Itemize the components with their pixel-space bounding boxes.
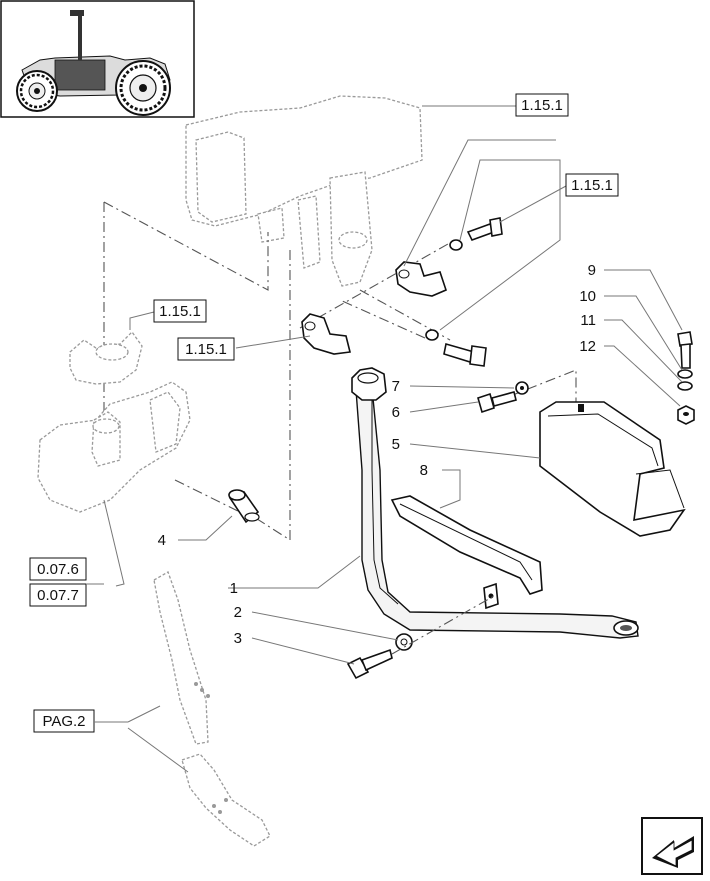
ref-box-manifold-a-label: 0.07.6 [37, 561, 79, 578]
ref-box-page[interactable]: PAG.2 [33, 709, 95, 733]
spacer-part-4 [228, 489, 260, 524]
callout-10: 10 [579, 288, 596, 305]
ref-box-manifold-a[interactable]: 0.07.6 [29, 557, 87, 581]
ref-box-manifold-b[interactable]: 0.07.7 [29, 583, 87, 607]
ref-box-left-lower-label: 1.15.1 [185, 341, 227, 358]
callout-9: 9 [588, 262, 596, 279]
callout-4: 4 [158, 532, 166, 549]
washer-part-2 [395, 633, 413, 651]
exhaust-pipe-part-1 [351, 367, 639, 639]
callout-7: 7 [392, 378, 400, 395]
support-bracket-ghost [153, 571, 271, 847]
clamp-lower [301, 313, 351, 355]
bolt-part-9 [677, 331, 693, 369]
callout-5: 5 [392, 436, 400, 453]
bolt-part-6 [477, 391, 517, 414]
next-page-arrow-icon[interactable] [641, 817, 703, 875]
manifold-ghost [37, 330, 191, 513]
ref-box-left-upper-label: 1.15.1 [159, 303, 201, 320]
ref-box-top-label: 1.15.1 [521, 97, 563, 114]
callout-8: 8 [420, 462, 428, 479]
callout-12: 12 [579, 338, 596, 355]
washer-part-7 [515, 381, 529, 395]
callout-2: 2 [234, 604, 242, 621]
callout-1: 1 [230, 580, 238, 597]
callout-6: 6 [392, 404, 400, 421]
bolt-lower [425, 329, 487, 367]
tractor-thumbnail-icon [0, 0, 195, 118]
heat-shield-part-8 [390, 495, 543, 595]
ref-box-top[interactable]: 1.15.1 [515, 93, 569, 117]
ref-box-page-label: PAG.2 [42, 713, 85, 730]
ref-box-left-upper[interactable]: 1.15.1 [153, 299, 207, 323]
nut-part-12 [677, 405, 695, 425]
clamp-upper [395, 261, 447, 297]
bolt-upper [449, 217, 503, 251]
bolt-part-3 [346, 648, 393, 680]
cover-part-5 [539, 401, 686, 537]
ref-box-upper-right-label: 1.15.1 [571, 177, 613, 194]
ref-box-upper-right[interactable]: 1.15.1 [565, 173, 619, 197]
callout-11: 11 [580, 312, 596, 329]
callout-3: 3 [234, 630, 242, 647]
washer-part-10 [677, 369, 693, 379]
leader-lines [103, 105, 683, 773]
ref-box-manifold-b-label: 0.07.7 [37, 587, 79, 604]
ref-box-left-lower[interactable]: 1.15.1 [177, 337, 235, 361]
muffler-ghost [185, 95, 423, 287]
washer-part-11 [677, 381, 693, 391]
